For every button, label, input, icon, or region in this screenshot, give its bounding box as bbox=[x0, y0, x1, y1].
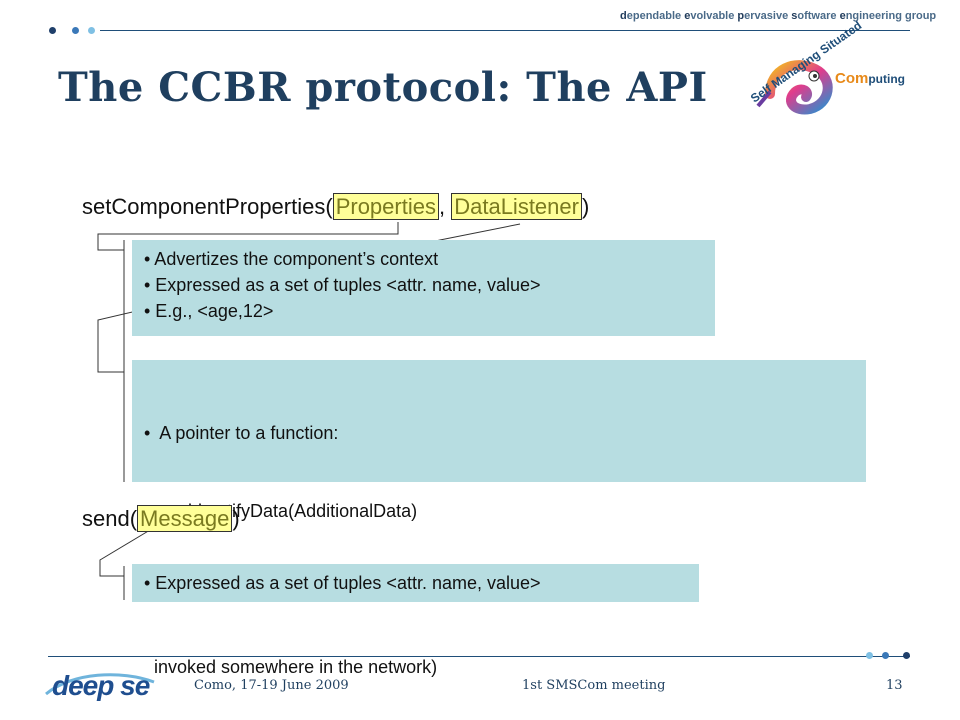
smscom-logo: Self Managing Situated Computing bbox=[740, 18, 915, 134]
box-line: invoked somewhere in the network) bbox=[144, 657, 438, 677]
deepse-logo: deep se bbox=[42, 664, 157, 708]
header-rule bbox=[100, 30, 910, 31]
footer-location: Como, 17-19 June 2009 bbox=[194, 678, 349, 693]
box-line: • A pointer to a function: bbox=[144, 423, 339, 443]
header-dot bbox=[49, 27, 56, 34]
deepse-logo-text: deep se bbox=[52, 670, 150, 701]
slide-title: The CCBR protocol: The API bbox=[58, 64, 708, 111]
connector-message bbox=[99, 529, 151, 577]
param-message: Message bbox=[137, 505, 233, 532]
box-line: • Expressed as a set of tuples <attr. na… bbox=[144, 275, 541, 295]
box-line: • E.g., <age,12> bbox=[144, 301, 274, 321]
datalistener-description-box: • A pointer to a function: void notifyDa… bbox=[132, 360, 866, 677]
api-name: send( bbox=[82, 506, 138, 531]
logo-computing: Computing bbox=[835, 70, 905, 87]
api-close: ) bbox=[581, 194, 590, 219]
connector-properties bbox=[97, 222, 399, 251]
box-line: void notifyData(AdditionalData) bbox=[144, 501, 418, 521]
box-line: • Expressed as a set of tuples <attr. na… bbox=[144, 573, 541, 593]
api-sep: , bbox=[438, 194, 446, 219]
box-line: • Advertizes the component’s context bbox=[144, 249, 439, 269]
footer-rule bbox=[48, 656, 910, 657]
api-name: setComponentProperties( bbox=[82, 194, 333, 219]
footer-meeting: 1st SMSCom meeting bbox=[522, 678, 666, 693]
footer-dot bbox=[903, 652, 910, 659]
footer-dot bbox=[866, 652, 873, 659]
group-tagline: dependable evolvable pervasive software … bbox=[620, 10, 937, 22]
param-properties: Properties bbox=[332, 193, 439, 220]
api-close: ) bbox=[232, 506, 240, 531]
header-dot bbox=[88, 27, 95, 34]
page-number: 13 bbox=[886, 678, 903, 693]
chameleon-logo-icon bbox=[756, 60, 833, 115]
param-datalistener: DataListener bbox=[451, 193, 582, 220]
api-send: send(Message) bbox=[82, 505, 240, 532]
deepse-swoosh-icon bbox=[45, 673, 155, 696]
api-setcomponentproperties: setComponentProperties(Properties, DataL… bbox=[82, 193, 590, 220]
footer-dot bbox=[882, 652, 889, 659]
properties-description-box: • Advertizes the component’s context • E… bbox=[132, 240, 715, 336]
header-dot bbox=[72, 27, 79, 34]
message-description-box: • Expressed as a set of tuples <attr. na… bbox=[132, 564, 699, 602]
